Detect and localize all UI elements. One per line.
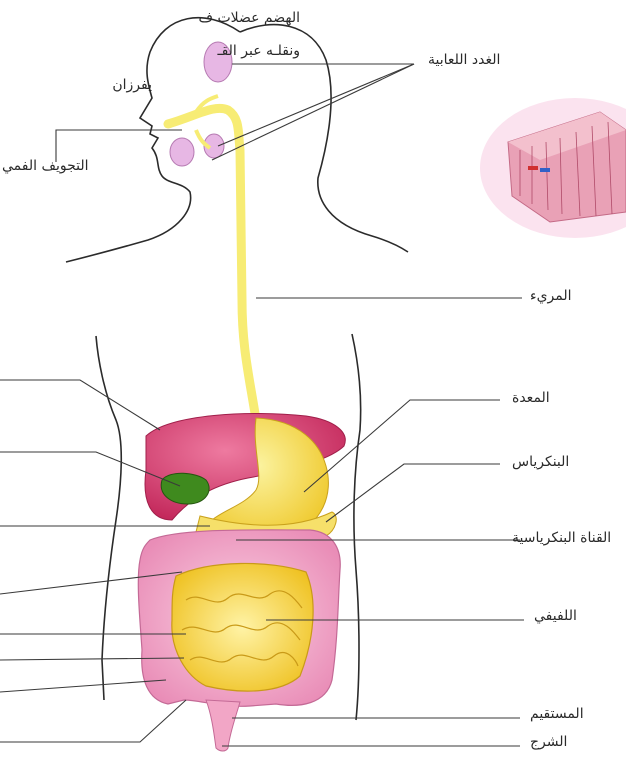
intro-line-1: الهضم عضلات ف — [150, 10, 300, 26]
tissue-inset-image — [480, 98, 626, 238]
label-pancreas: البنكرياس — [512, 454, 569, 470]
rectum — [206, 700, 240, 751]
label-stomach: المعدة — [512, 390, 550, 406]
intro-line-2: ونقلـه عبر القـ — [78, 43, 300, 59]
label-salivary-glands: الغدد اللعابية — [428, 52, 500, 68]
label-esophagus: المريء — [530, 288, 572, 304]
label-anus: الشرج — [530, 734, 567, 750]
label-ileum: اللفيفي — [534, 608, 577, 624]
label-pancreatic-duct: القناة البنكرياسية — [512, 530, 611, 546]
label-rectum: المستقيم — [530, 706, 584, 722]
label-oral-cavity: التجويف الفمي — [2, 158, 89, 174]
intro-line-3: يفرزان — [62, 77, 152, 93]
